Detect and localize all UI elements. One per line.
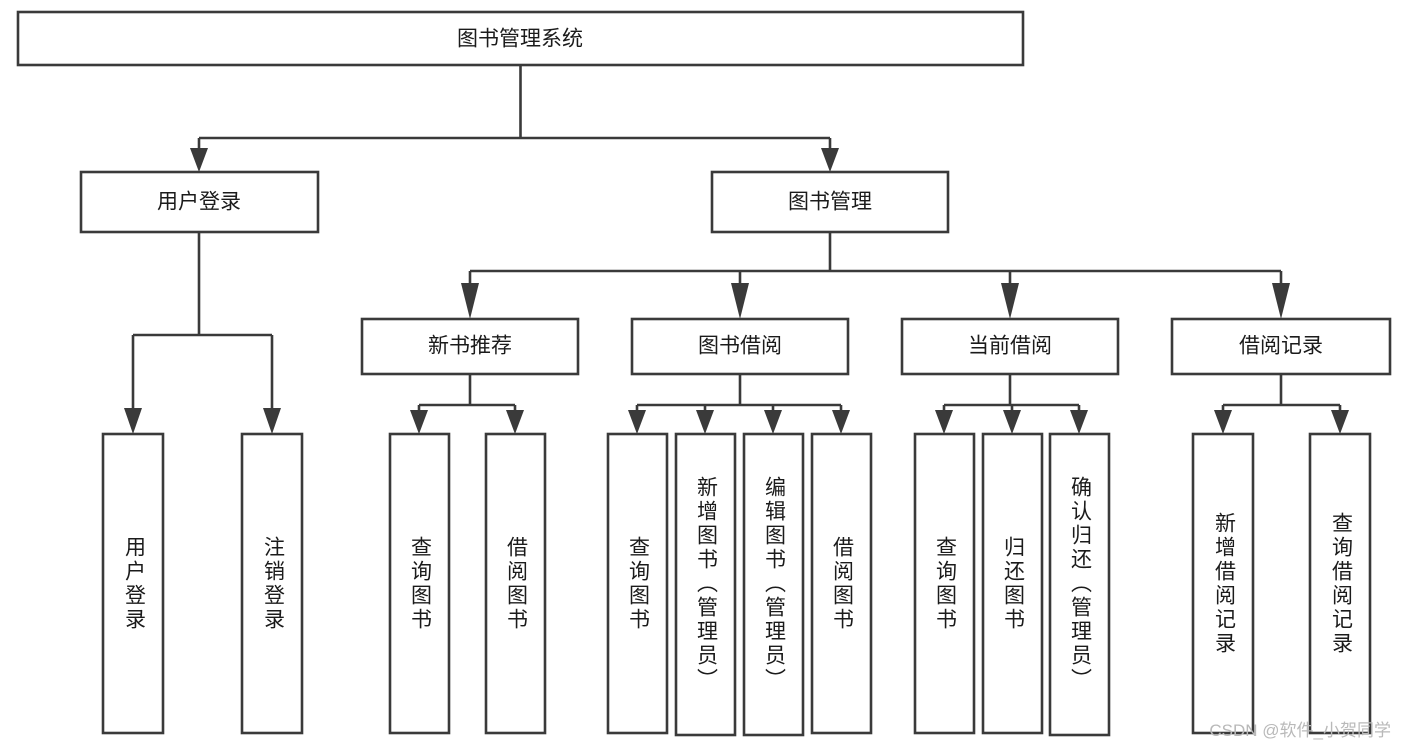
arrow-head-borrow-3 <box>764 410 782 434</box>
leaf-current-query-book-box <box>913 432 976 735</box>
arrow-head-newbook-1 <box>410 410 428 434</box>
leaf-borrow-edit-book[interactable]: 编辑图书（管理员） <box>742 432 805 737</box>
node-new-book-recommend-label: 新书推荐 <box>428 335 512 358</box>
leaf-borrow-query-book-label: 查询图书 <box>626 536 650 632</box>
arrow-head-current-2 <box>1003 410 1021 434</box>
node-book-borrow-box <box>630 317 850 376</box>
leaf-user-login-login-box <box>101 432 165 735</box>
node-book-management-box <box>710 170 950 234</box>
leaf-current-return-book[interactable]: 归还图书 <box>981 432 1044 735</box>
arrow-head-userlogin-2 <box>263 408 281 434</box>
leaf-current-return-book-label: 归还图书 <box>1001 536 1025 632</box>
leaf-current-query-book[interactable]: 查询图书 <box>913 432 976 735</box>
leaf-borrow-query-book[interactable]: 查询图书 <box>606 432 669 735</box>
arrow-head-borrow-2 <box>696 410 714 434</box>
leaf-record-add-label: 新增借阅记录 <box>1212 512 1236 656</box>
leaf-user-login-logout-box <box>240 432 304 735</box>
node-root-title-box <box>16 10 1025 67</box>
node-borrow-record-label: 借阅记录 <box>1239 335 1323 358</box>
csdn-watermark: CSDN @软件_小贺同学 <box>1209 721 1391 740</box>
node-user-login-box <box>79 170 320 234</box>
node-current-borrow[interactable]: 当前借阅 <box>900 317 1120 376</box>
leaf-borrow-edit-book-label: 编辑图书（管理员） <box>762 476 786 692</box>
connector-layer <box>124 65 1349 434</box>
arrow-head-level2-1 <box>190 148 208 172</box>
arrow-head-current-3 <box>1070 410 1088 434</box>
node-current-borrow-box <box>900 317 1120 376</box>
arrow-head-level3-3 <box>1001 283 1019 319</box>
leaf-record-query[interactable]: 查询借阅记录 <box>1308 432 1372 735</box>
leaf-new-book-borrow[interactable]: 借阅图书 <box>484 432 547 735</box>
node-book-management-label: 图书管理 <box>788 191 872 214</box>
arrow-head-level3-2 <box>731 283 749 319</box>
node-root-title-label: 图书管理系统 <box>457 28 583 51</box>
leaf-borrow-edit-book-box <box>742 432 805 737</box>
leaf-borrow-add-book-label: 新增图书（管理员） <box>694 476 718 692</box>
leaf-user-login-login[interactable]: 用户登录 <box>101 432 165 735</box>
leaf-record-query-box <box>1308 432 1372 735</box>
leaf-current-return-book-box <box>981 432 1044 735</box>
node-current-borrow-label: 当前借阅 <box>968 335 1052 358</box>
node-borrow-record[interactable]: 借阅记录 <box>1170 317 1392 376</box>
arrow-head-level3-4 <box>1272 283 1290 319</box>
node-book-management[interactable]: 图书管理 <box>710 170 950 234</box>
leaf-new-book-borrow-label: 借阅图书 <box>504 536 528 632</box>
leaf-borrow-add-book[interactable]: 新增图书（管理员） <box>674 432 737 737</box>
leaf-borrow-add-book-box <box>674 432 737 737</box>
leaf-new-book-query[interactable]: 查询图书 <box>388 432 451 735</box>
arrow-head-userlogin-1 <box>124 408 142 434</box>
arrow-head-level3-1 <box>461 283 479 319</box>
node-user-login[interactable]: 用户登录 <box>79 170 320 234</box>
node-new-book-recommend-box <box>360 317 580 376</box>
leaf-record-add[interactable]: 新增借阅记录 <box>1191 432 1255 735</box>
leaf-user-login-login-label: 用户登录 <box>122 536 146 632</box>
leaf-borrow-query-book-box <box>606 432 669 735</box>
leaf-new-book-query-label: 查询图书 <box>408 536 432 632</box>
arrow-head-borrow-4 <box>832 410 850 434</box>
node-new-book-recommend[interactable]: 新书推荐 <box>360 317 580 376</box>
leaf-borrow-borrow-book-label: 借阅图书 <box>830 536 854 632</box>
node-user-login-label: 用户登录 <box>157 191 241 214</box>
node-root-title[interactable]: 图书管理系统 <box>16 10 1025 67</box>
leaf-current-confirm-return-box <box>1048 432 1111 737</box>
leaf-user-login-logout-label: 注销登录 <box>261 536 285 632</box>
leaf-current-query-book-label: 查询图书 <box>933 536 957 632</box>
arrow-head-newbook-2 <box>506 410 524 434</box>
leaf-new-book-query-box <box>388 432 451 735</box>
arrow-head-current-1 <box>935 410 953 434</box>
leaf-user-login-logout[interactable]: 注销登录 <box>240 432 304 735</box>
leaf-borrow-borrow-book[interactable]: 借阅图书 <box>810 432 873 735</box>
leaf-new-book-borrow-box <box>484 432 547 735</box>
leaf-borrow-borrow-book-box <box>810 432 873 735</box>
arrow-head-record-1 <box>1214 410 1232 434</box>
arrow-head-record-2 <box>1331 410 1349 434</box>
arrow-head-level2-2 <box>821 148 839 172</box>
node-borrow-record-box <box>1170 317 1392 376</box>
node-book-borrow[interactable]: 图书借阅 <box>630 317 850 376</box>
leaf-record-add-box <box>1191 432 1255 735</box>
leaf-current-confirm-return[interactable]: 确认归还（管理员） <box>1048 432 1111 737</box>
leaf-current-confirm-return-label: 确认归还（管理员） <box>1068 476 1092 692</box>
arrow-head-borrow-1 <box>628 410 646 434</box>
node-book-borrow-label: 图书借阅 <box>698 335 782 358</box>
leaf-record-query-label: 查询借阅记录 <box>1329 512 1353 656</box>
